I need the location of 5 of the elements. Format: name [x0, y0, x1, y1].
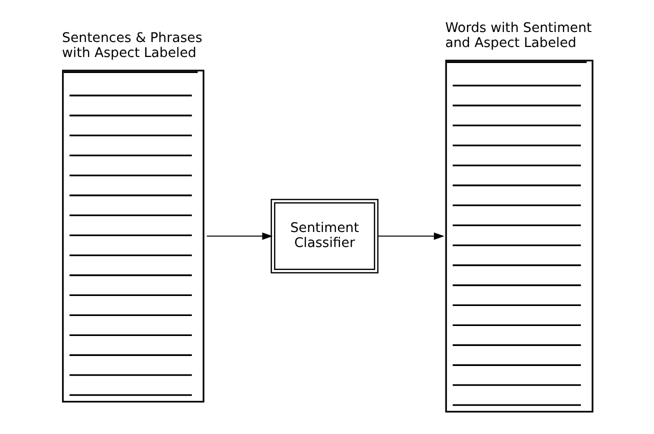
- arrow: [206, 232, 272, 240]
- node-label: Sentences & Phrases with Aspect Labeled: [62, 31, 202, 62]
- node-box: Sentiment Classifier: [270, 198, 378, 274]
- arrow: [377, 232, 444, 240]
- node-label: Words with Sentiment and Aspect Labeled: [444, 21, 592, 52]
